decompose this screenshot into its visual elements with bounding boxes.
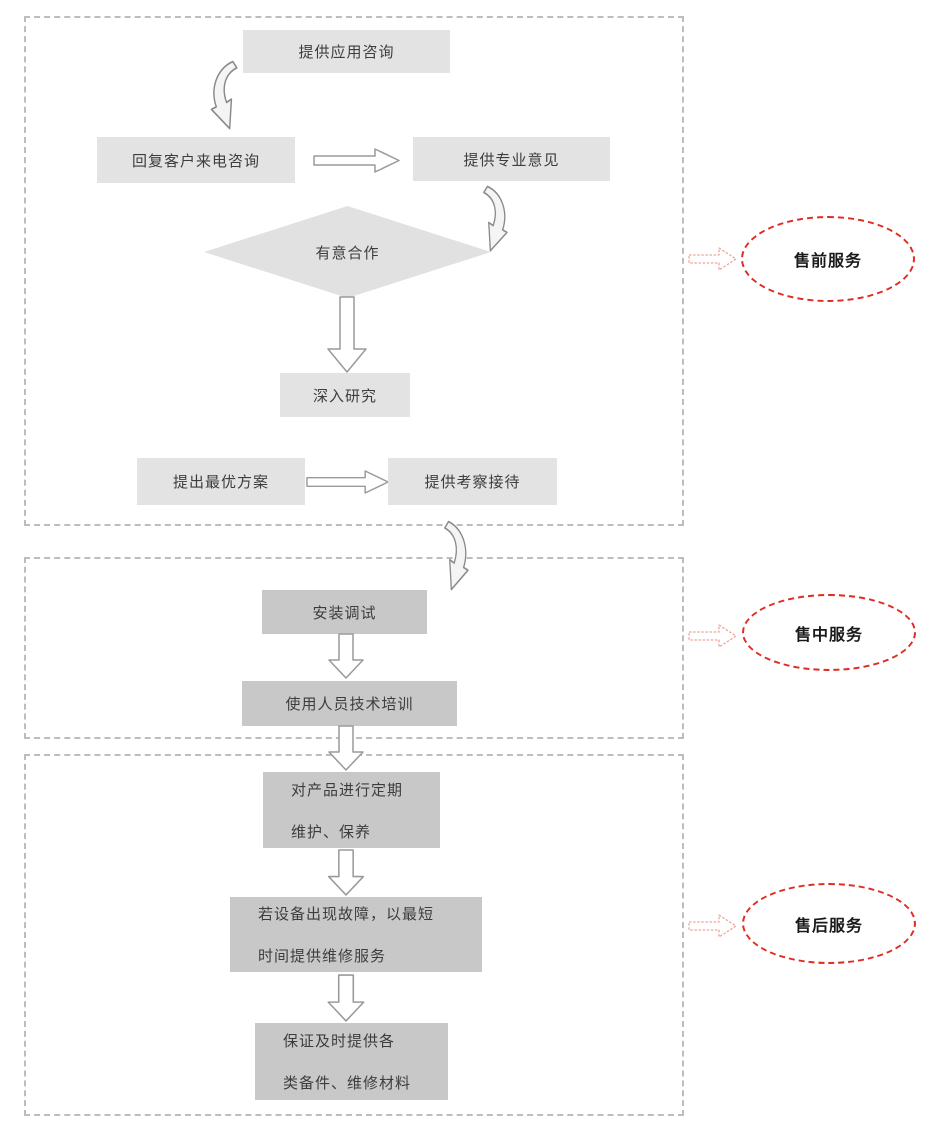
decision-diamond: 有意合作 (204, 206, 491, 298)
down-arrow-icon (326, 849, 366, 897)
step-reply-call-label: 回复客户来电咨询 (131, 152, 260, 170)
step-training: 使用人员技术培训 (242, 681, 457, 726)
step-maintain-line1: 对产品进行定期 (291, 781, 404, 799)
step-reply-call: 回复客户来电咨询 (97, 137, 295, 183)
step-visit: 提供考察接待 (388, 458, 557, 505)
down-arrow-icon (327, 725, 365, 772)
step-spare: 保证及时提供各 类备件、维修材料 (255, 1023, 448, 1100)
section-presale-frame (24, 16, 684, 526)
step-spare-line2: 类备件、维修材料 (283, 1075, 412, 1092)
step-app-consult-label: 提供应用咨询 (298, 44, 395, 61)
step-research: 深入研究 (280, 373, 410, 417)
curved-arrow-icon (441, 519, 473, 593)
decision-diamond-label: 有意合作 (315, 244, 380, 262)
section-insale-frame (24, 557, 684, 739)
red-right-arrow-icon (688, 912, 738, 940)
step-maintain-line2: 维护、保养 (291, 823, 372, 841)
badge-aftersale-label: 售后服务 (794, 917, 863, 935)
badge-presale-label: 售前服务 (793, 253, 862, 270)
curved-arrow-icon (480, 184, 512, 254)
down-arrow-icon (326, 296, 368, 374)
badge-aftersale: 售后服务 (742, 883, 916, 964)
right-arrow-icon (306, 469, 390, 495)
right-arrow-icon (313, 147, 401, 174)
badge-insale: 售中服务 (742, 594, 916, 671)
step-repair-line2: 时间提供维修服务 (258, 948, 387, 965)
step-app-consult: 提供应用咨询 (243, 30, 450, 73)
step-install-label: 安装调试 (312, 604, 377, 622)
down-arrow-icon (326, 974, 366, 1023)
step-spare-line1: 保证及时提供各 (283, 1033, 396, 1050)
step-best-plan-label: 提出最优方案 (172, 474, 269, 491)
step-pro-advice: 提供专业意见 (413, 137, 610, 181)
step-best-plan: 提出最优方案 (137, 458, 305, 505)
curved-arrow-icon (206, 59, 241, 132)
step-repair: 若设备出现故障，以最短 时间提供维修服务 (230, 897, 482, 972)
step-maintain: 对产品进行定期 维护、保养 (263, 772, 440, 848)
red-right-arrow-icon (688, 245, 738, 273)
down-arrow-icon (327, 633, 365, 680)
step-research-label: 深入研究 (312, 387, 377, 405)
badge-insale-label: 售中服务 (794, 626, 863, 644)
step-repair-line1: 若设备出现故障，以最短 (258, 906, 435, 923)
red-right-arrow-icon (688, 622, 738, 650)
badge-presale: 售前服务 (741, 216, 915, 302)
step-training-label: 使用人员技术培训 (285, 696, 414, 713)
step-install: 安装调试 (262, 590, 427, 634)
step-pro-advice-label: 提供专业意见 (463, 151, 560, 169)
step-visit-label: 提供考察接待 (424, 474, 521, 491)
